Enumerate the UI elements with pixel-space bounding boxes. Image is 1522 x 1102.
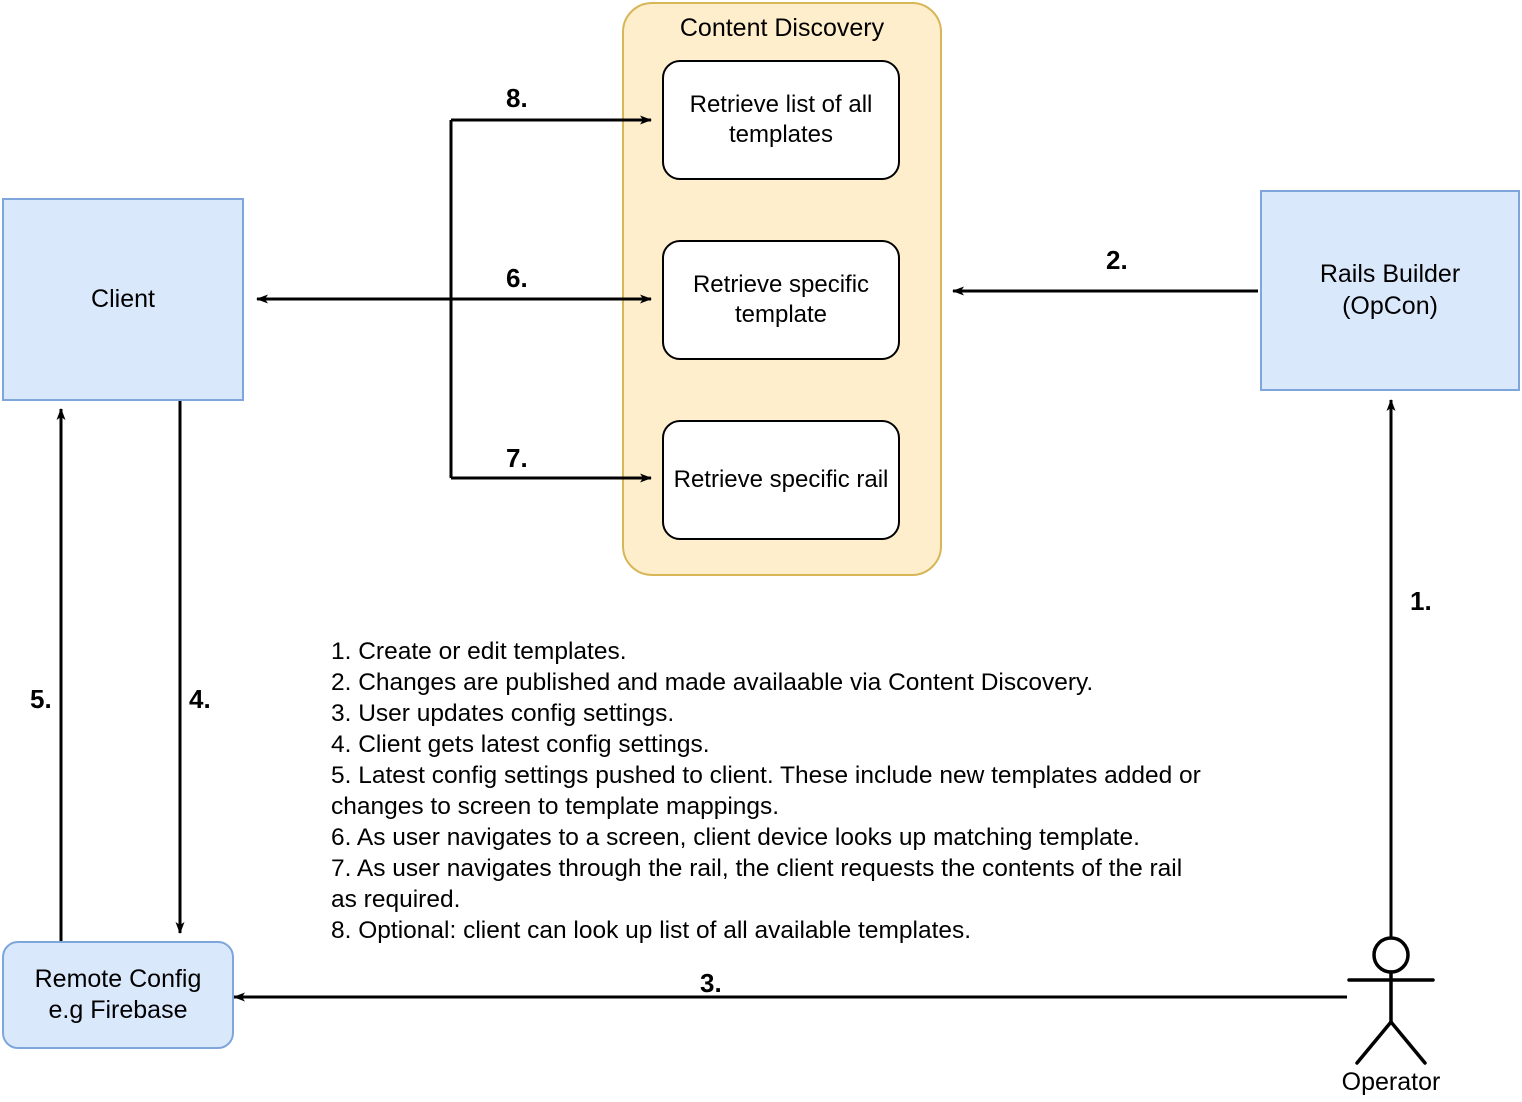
node-rails-builder[interactable]: Rails Builder (OpCon) [1260, 190, 1520, 391]
legend-item: 2. Changes are published and made availa… [331, 669, 1094, 696]
node-remote-config-label-line1: Remote Config [34, 964, 202, 993]
node-rails-builder-label-line1: Rails Builder [1319, 260, 1461, 289]
legend-item: 1. Create or edit templates. [331, 638, 627, 665]
node-client-label: Client [91, 284, 155, 313]
edge-label-1: 1. [1410, 586, 1432, 616]
edge-label-5: 5. [30, 684, 52, 714]
node-remote-config-label-line2: e.g Firebase [48, 996, 188, 1024]
edge-label-4: 4. [189, 684, 211, 714]
node-retrieve-list-of-all-templates[interactable]: Retrieve list of all templates [662, 60, 900, 180]
node-retrieve-all-label-line1: Retrieve list of all [689, 91, 873, 118]
node-retrieve-specific-rail-label: Retrieve specific rail [673, 466, 889, 493]
node-retrieve-specific-template-label-line1: Retrieve specific [692, 271, 870, 298]
node-retrieve-all-label-line2: templates [728, 121, 834, 148]
operator-stick-figure-icon [1347, 936, 1435, 1065]
edge-label-3: 3. [700, 968, 722, 998]
node-remote-config[interactable]: Remote Config e.g Firebase [2, 941, 234, 1049]
node-retrieve-specific-template[interactable]: Retrieve specific template [662, 240, 900, 360]
edge-label-6: 6. [506, 263, 528, 293]
node-client[interactable]: Client [2, 198, 244, 401]
legend-item: 7. As user navigates through the rail, t… [331, 855, 1190, 913]
legend-item: 8. Optional: client can look up list of … [331, 917, 972, 944]
edge-label-8: 8. [506, 83, 528, 113]
legend-item: 6. As user navigates to a screen, client… [331, 824, 1140, 851]
legend-item: 3. User updates config settings. [331, 700, 675, 727]
legend-item: 5. Latest config settings pushed to clie… [331, 762, 1208, 820]
operator-label: Operator [1341, 1068, 1441, 1096]
legend-item: 4. Client gets latest config settings. [331, 731, 710, 758]
node-rails-builder-label-line2: (OpCon) [1342, 291, 1438, 320]
node-retrieve-specific-rail[interactable]: Retrieve specific rail [662, 420, 900, 540]
content-discovery-group-title: Content Discovery [679, 14, 885, 42]
legend-steps-list: 1. Create or edit templates. 2. Changes … [331, 636, 1211, 946]
edge-label-2: 2. [1106, 245, 1128, 275]
edge-label-7: 7. [506, 443, 528, 473]
node-retrieve-specific-template-label-line2: template [734, 301, 828, 328]
